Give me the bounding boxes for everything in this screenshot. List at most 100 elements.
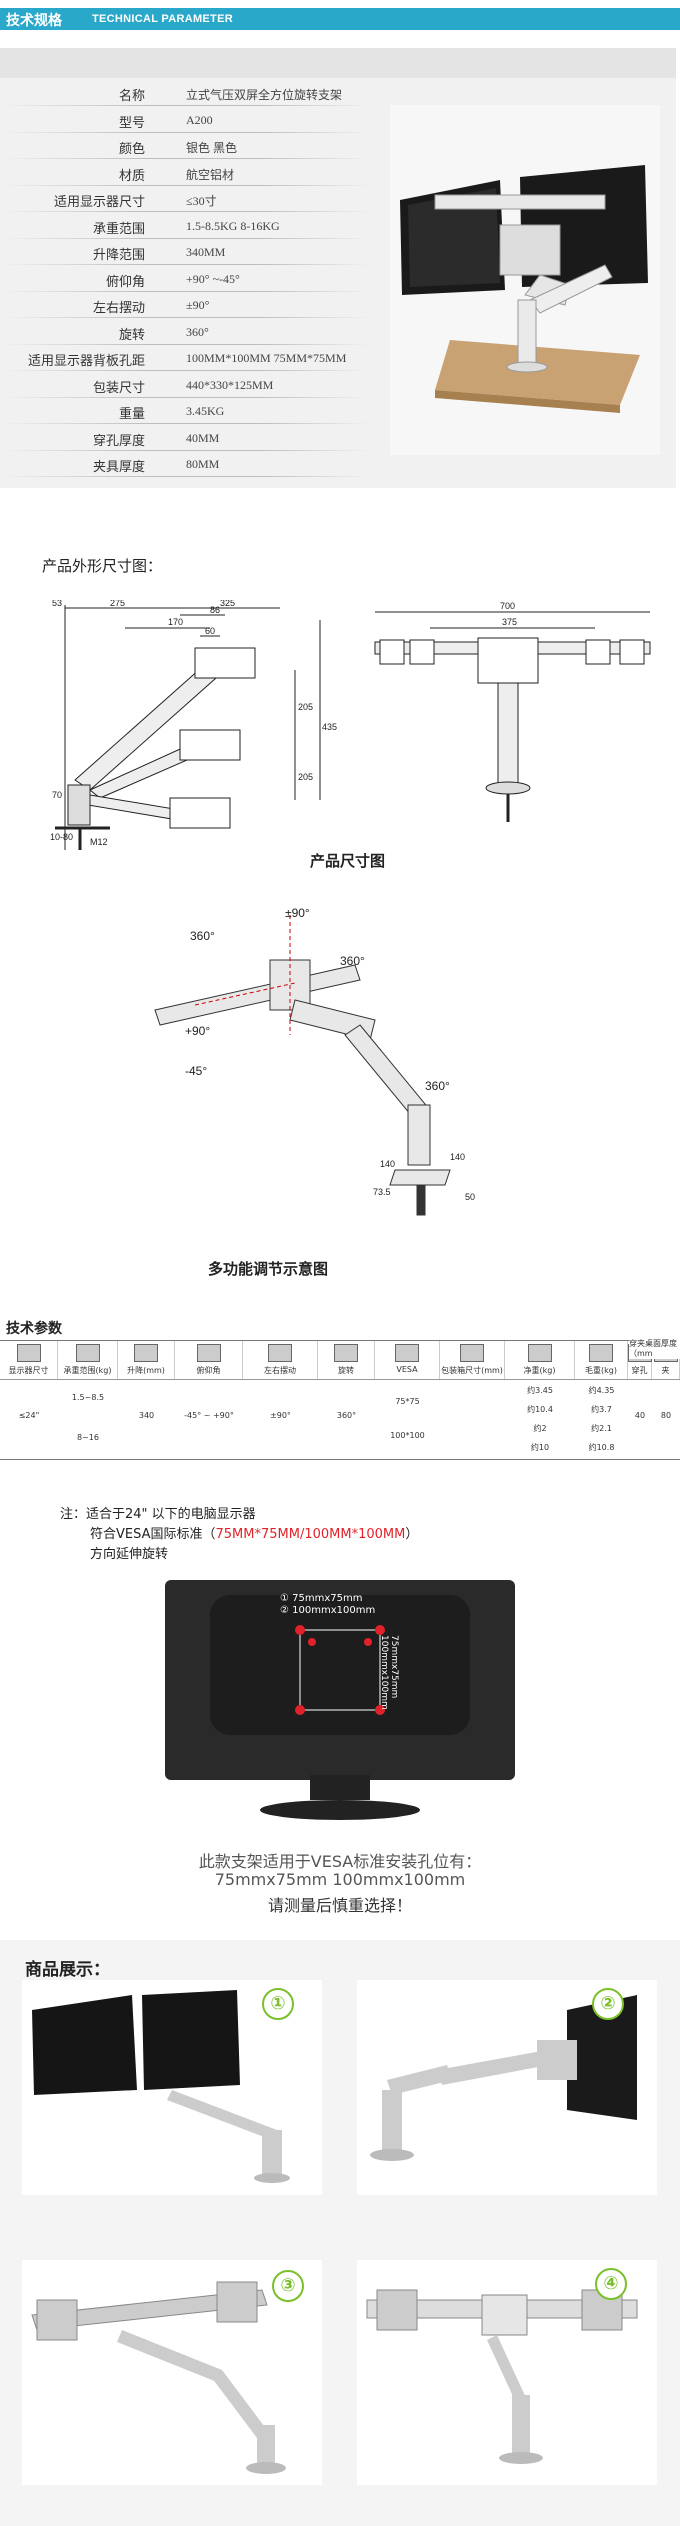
adjust-label-minus45: -45°	[185, 1064, 207, 1078]
param-label: 俯仰角	[105, 274, 145, 290]
vesa-line-1: 此款支架适用于VESA标准安装孔位有：	[198, 1852, 482, 1871]
dim-label-70: 70	[52, 790, 62, 800]
front-dimension-drawing: 700 375	[370, 600, 660, 835]
table-header-text: 毛重(kg)	[585, 1366, 617, 1375]
cell-vesa: 100*100	[390, 1431, 425, 1440]
dim-label-53: 53	[52, 600, 62, 608]
cell-clamp: 80	[660, 1411, 672, 1420]
param-divider	[0, 317, 370, 318]
showcase-badge-4: ④	[595, 2268, 627, 2300]
cell-gross: 约4.35	[588, 1386, 615, 1395]
adjustment-caption: 多功能调节示意图	[208, 1260, 329, 1278]
table-header-cell: 左右摆动	[243, 1341, 318, 1379]
side-dimension-drawing: 53 275 325 170 86 60 205 435 205 70 10-8…	[50, 598, 350, 855]
table-header-text: 承重范围(kg)	[63, 1366, 112, 1375]
table-header-cell: 旋转	[318, 1341, 375, 1379]
param-label: 重量	[118, 407, 145, 422]
dim-label-86: 86	[210, 605, 220, 615]
note-line-2: 符合VESA国际标准（75MM*75MM/100MM*100MM）	[90, 1527, 419, 1542]
table-extra-header: 穿夹桌面厚度（mm	[629, 1339, 680, 1359]
cell-load: 1.5~8.5	[71, 1393, 105, 1402]
table-header-text: 包装箱尺寸(mm)	[441, 1366, 503, 1375]
param-label: 穿孔厚度	[92, 433, 145, 449]
cell-gross: 约2.1	[591, 1424, 612, 1433]
table-header-cell: 包装箱尺寸(mm)	[440, 1341, 505, 1379]
showcase-badge-2: ②	[592, 1988, 624, 2020]
adjust-label-360b: 360°	[340, 954, 365, 968]
showcase-title: 商品展示：	[25, 1960, 110, 1980]
dim-label-60: 60	[205, 626, 215, 636]
product-photo-main	[390, 105, 660, 455]
table-header-text: VESA	[396, 1365, 418, 1374]
param-value: 1.5-8.5KG 8-16KG	[186, 218, 280, 233]
param-value: 银色 黑色	[186, 141, 238, 155]
param-divider	[0, 476, 370, 477]
dim-label-205a: 205	[298, 702, 313, 712]
dim-label-325: 325	[220, 600, 235, 608]
param-value: 340MM	[186, 245, 226, 259]
param-value: 立式气压双屏全方位旋转支架	[186, 88, 343, 102]
spec-icon	[395, 1344, 419, 1362]
table-header-text: 显示器尺寸	[8, 1366, 49, 1375]
note-line-1: 注：适合于24" 以下的电脑显示器	[60, 1507, 256, 1522]
param-label: 颜色	[118, 142, 145, 157]
spec-icon	[75, 1344, 100, 1362]
param-row: 颜色 银色 黑色	[0, 133, 370, 159]
showcase-photo-2: ②	[357, 1980, 657, 2195]
showcase-photo-4: ④	[357, 2260, 657, 2485]
param-value: +90° ~-45°	[186, 271, 240, 286]
param-divider	[0, 211, 370, 212]
dimension-title: 产品外形尺寸图：	[42, 557, 163, 575]
adjustment-diagram: ±90° 360° 360° +90° -45° 360° 140 140 73…	[145, 905, 515, 1235]
vesa-line-2: 75mmx75mm 100mmx100mm	[214, 1870, 466, 1889]
param-divider	[0, 184, 370, 186]
param-label: 适用显示器背板孔距	[27, 354, 145, 369]
dim-label-205b: 205	[298, 772, 313, 782]
showcase-photo-1: ①	[22, 1980, 322, 2195]
table-header-cell: 显示器尺寸	[0, 1341, 58, 1379]
param-row: 材质航空铝材	[0, 160, 370, 186]
dual-monitor-arm-illustration	[400, 165, 648, 413]
param-label: 名称	[118, 89, 145, 104]
table-header-cell: 承重范围(kg)	[58, 1341, 118, 1379]
monitor-back-photo: ① 75mmx75mm ② 100mmx100mm 75mmx75mm 100m…	[160, 1575, 520, 1825]
header: 技术规格 TECHNICAL PARAMETER	[0, 0, 680, 36]
dimension-caption: 产品尺寸图	[310, 852, 386, 870]
param-label: 适用显示器尺寸	[53, 195, 145, 210]
param-row: 左右摆动±90°	[0, 292, 370, 318]
cell-rotate: 360°	[336, 1411, 357, 1420]
tech-table-title: 技术参数	[6, 1321, 62, 1337]
cell-size: ≤24"	[18, 1411, 40, 1420]
table-header-text: 穿孔	[631, 1366, 648, 1375]
dim-label-10-80: 10-80	[50, 832, 73, 842]
vesa-line-3: 请测量后慎重选择！	[267, 1896, 412, 1915]
param-value: A200	[186, 112, 213, 127]
showcase-badge-1: ①	[262, 1988, 294, 2020]
cell-punch: 40	[634, 1411, 646, 1420]
dim-label-275: 275	[110, 600, 125, 608]
section-tab: 技术规格 TECHNICAL PARAMETER	[0, 8, 680, 30]
param-value: ≤30寸	[186, 194, 217, 208]
vesa-note: 注：适合于24" 以下的电脑显示器 符合VESA国际标准（75MM*75MM/1…	[60, 1505, 418, 1565]
cell-lift: 340	[138, 1411, 155, 1420]
param-label: 包装尺寸	[92, 380, 145, 396]
param-divider	[0, 423, 370, 424]
spec-icon	[334, 1344, 358, 1362]
adjust-label-360c: 360°	[425, 1079, 450, 1093]
adjust-label-140a: 140	[380, 1159, 395, 1169]
spec-icon	[527, 1344, 552, 1362]
param-divider	[0, 343, 370, 345]
table-header-cell: 净重(kg)	[505, 1341, 575, 1379]
spec-icon	[196, 1344, 221, 1362]
showcase-badge-3: ③	[272, 2270, 304, 2302]
param-divider	[0, 264, 370, 265]
showcase-photo-3: ③	[22, 2260, 322, 2485]
param-value: ±90°	[186, 298, 210, 312]
spec-icon	[460, 1344, 484, 1362]
cell-net: 约3.45	[527, 1386, 553, 1395]
